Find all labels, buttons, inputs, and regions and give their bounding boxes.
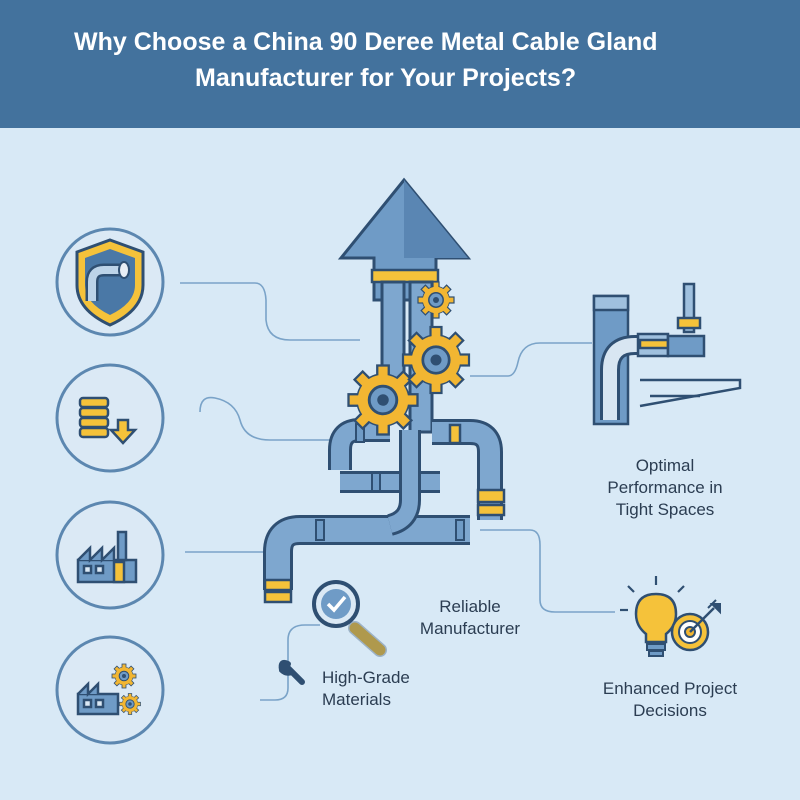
label-line: Performance in (607, 478, 723, 497)
label-enhanced-decisions: Enhanced Project Decisions (585, 678, 755, 722)
shield-pipe-icon (75, 238, 145, 327)
coins-down-icon (78, 396, 138, 445)
label-optimal-performance: Optimal Performance in Tight Spaces (590, 455, 740, 521)
label-line: High-Grade (322, 668, 410, 687)
label-line: Manufacturer (419, 619, 521, 638)
lightbulb-icon (620, 576, 685, 657)
page-title-line-1: Why Choose a China 90 Deree Metal Cable … (74, 28, 658, 56)
icon-circle-factory (55, 500, 165, 610)
target-icon (670, 599, 721, 652)
icon-circle-coins (55, 363, 165, 473)
label-high-grade-materials: High-Grade Materials (322, 667, 432, 711)
label-line: Optimal (635, 456, 695, 475)
magnifier-check-icon (312, 580, 387, 657)
connector-lines (180, 282, 615, 701)
label-line: Enhanced Project (602, 679, 738, 698)
wrench-icon (278, 659, 305, 685)
pipe-diagram (55, 177, 742, 745)
icon-circle-factory-gears (55, 635, 165, 745)
label-line: Decisions (633, 701, 707, 720)
label-line: Tight Spaces (615, 500, 715, 519)
bent-pipe-icon (592, 282, 742, 426)
label-line: Materials (322, 690, 391, 709)
icon-circle-shield (55, 227, 165, 337)
label-reliable-manufacturer: Reliable Manufacturer (410, 596, 530, 640)
label-line: Reliable (439, 597, 501, 616)
gear-icon (401, 325, 471, 395)
gear-icon (347, 364, 419, 436)
factory-gears-icon (76, 663, 141, 716)
gear-icon (417, 281, 455, 319)
central-pipe-assembly (263, 177, 506, 604)
header-banner: Why Choose a China 90 Deree Metal Cable … (0, 0, 800, 128)
page-title-line-2: Manufacturer for Your Projects? (195, 64, 577, 92)
factory-icon (76, 530, 138, 584)
